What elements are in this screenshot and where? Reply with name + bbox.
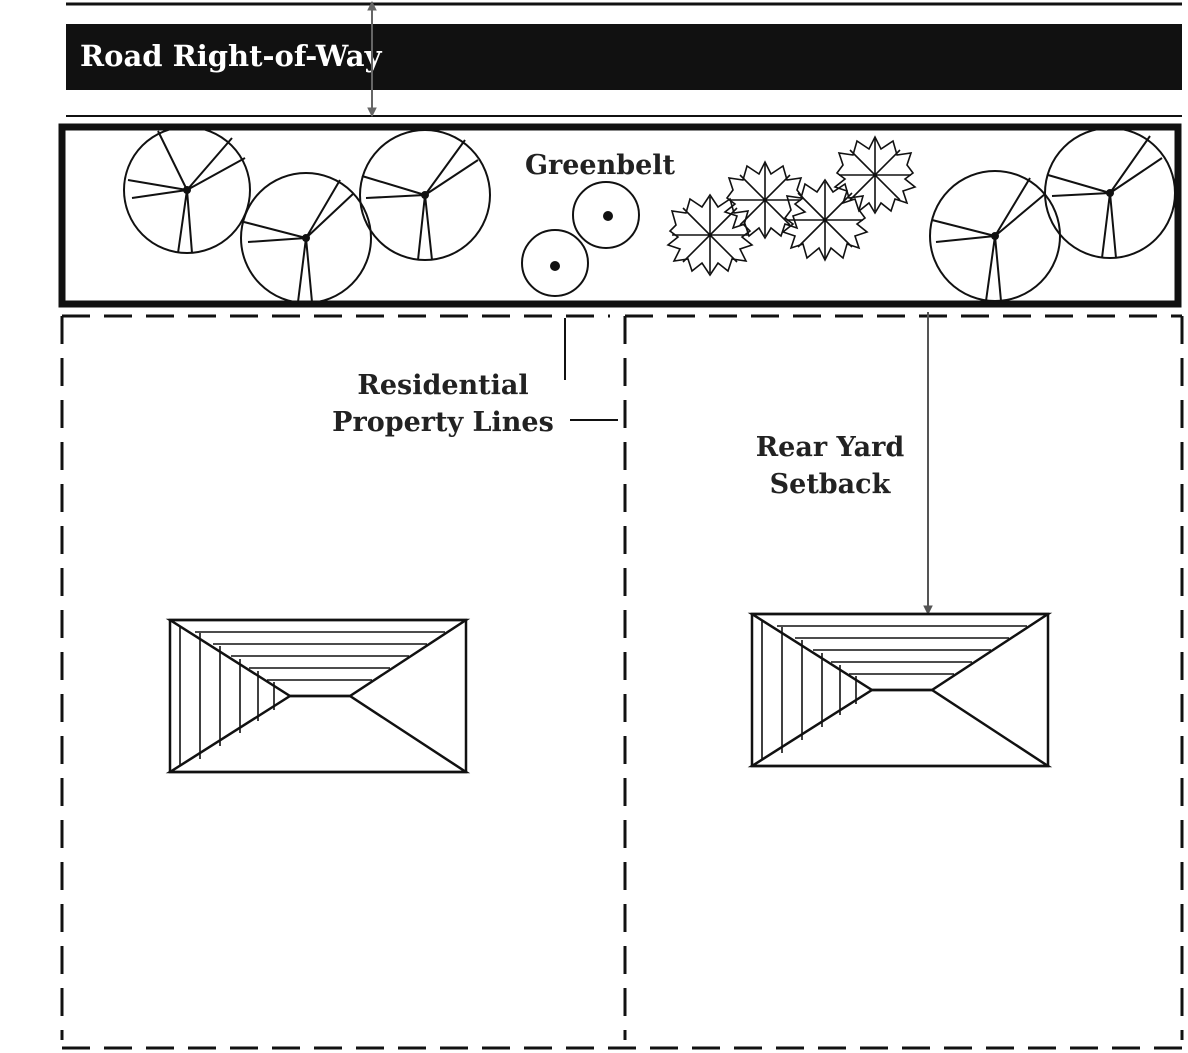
setback-label-line2: Setback [770, 469, 892, 500]
property-lines-label-line1: Residential [357, 370, 528, 401]
property-lines [60, 314, 1184, 1050]
road-right-of-way: Road Right-of-Way [66, 2, 1182, 117]
shrub-mass [666, 135, 917, 277]
setback-dimension [923, 312, 933, 616]
house-1 [165, 618, 471, 774]
greenbelt-strip [58, 123, 1182, 308]
tree-canopy-4 [929, 170, 1061, 302]
greenbelt-label: Greenbelt [525, 150, 676, 181]
property-lines-label-line2: Property Lines [332, 407, 554, 438]
tree-canopy-2 [240, 172, 372, 304]
property-lines-leaders [564, 318, 618, 421]
setback-label-line1: Rear Yard [756, 432, 905, 463]
small-tree-2 [572, 181, 640, 249]
tree-canopy-3 [359, 129, 491, 261]
tree-canopy-5 [1044, 127, 1176, 259]
small-tree-1 [521, 229, 589, 297]
road-band [66, 24, 1182, 90]
road-label: Road Right-of-Way [80, 39, 383, 73]
tree-canopy-1 [123, 126, 251, 254]
road-dimension-arrow [367, 0, 377, 118]
house-2 [747, 612, 1053, 768]
